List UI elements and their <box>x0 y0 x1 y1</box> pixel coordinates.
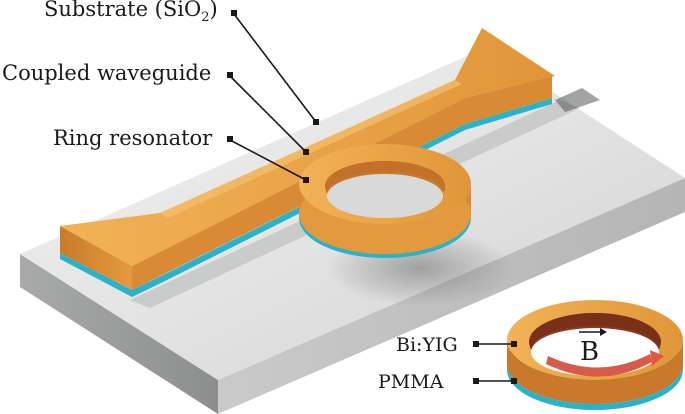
ring-leader-start <box>227 136 233 142</box>
ring-resonator <box>299 144 471 258</box>
pmma-label: PMMA <box>378 371 444 393</box>
substrate-leader-line <box>233 13 317 123</box>
bi-yig-leader-end <box>511 341 517 347</box>
b-field-vector-head <box>600 328 607 336</box>
substrate-label-subscript: 2 <box>201 10 209 25</box>
waveguide-front-face <box>60 226 132 290</box>
waveguide-highlight <box>160 80 462 218</box>
field-arrow-head <box>650 350 664 366</box>
waveguide-leader-line <box>229 75 307 153</box>
ring-resonator-label: Ring resonator <box>53 126 213 150</box>
label-bi-yig: Bi:YIG <box>396 334 517 356</box>
label-b-field: B <box>579 328 607 367</box>
inset-outer-wall <box>507 340 683 404</box>
pmma-leader-end <box>511 378 517 384</box>
substrate-label-close: ) <box>209 0 217 21</box>
substrate-label-text: Substrate (SiO <box>44 0 201 21</box>
inset-inner-back <box>529 313 661 350</box>
label-substrate: Substrate (SiO2) <box>44 0 319 125</box>
substrate-leader-start <box>231 10 237 16</box>
label-ring-resonator: Ring resonator <box>53 126 309 183</box>
field-arrow-band <box>546 354 652 377</box>
waveguide-leader-start <box>227 72 233 78</box>
bi-yig-label: Bi:YIG <box>396 334 458 356</box>
label-pmma: PMMA <box>378 371 517 393</box>
b-field-label: B <box>580 337 599 367</box>
bi-yig-leader-start <box>473 341 479 347</box>
label-coupled-waveguide: Coupled waveguide <box>2 61 309 155</box>
svg-text:Substrate (SiO2): Substrate (SiO2) <box>44 0 218 25</box>
right-taper-shadow <box>555 88 600 112</box>
substrate-front-face <box>20 254 218 414</box>
waveguide-leader-end <box>303 149 309 155</box>
waveguide-pmma-layer <box>60 98 552 297</box>
pmma-leader-start <box>473 378 479 384</box>
ring-leader-line <box>229 139 307 181</box>
inset-ring <box>507 300 683 410</box>
ring-leader-end <box>303 177 309 183</box>
ring-hole-floor <box>327 174 443 218</box>
coupled-waveguide-label: Coupled waveguide <box>2 61 211 85</box>
ring-inner-wall <box>325 161 445 194</box>
substrate-leader-end <box>313 119 319 125</box>
